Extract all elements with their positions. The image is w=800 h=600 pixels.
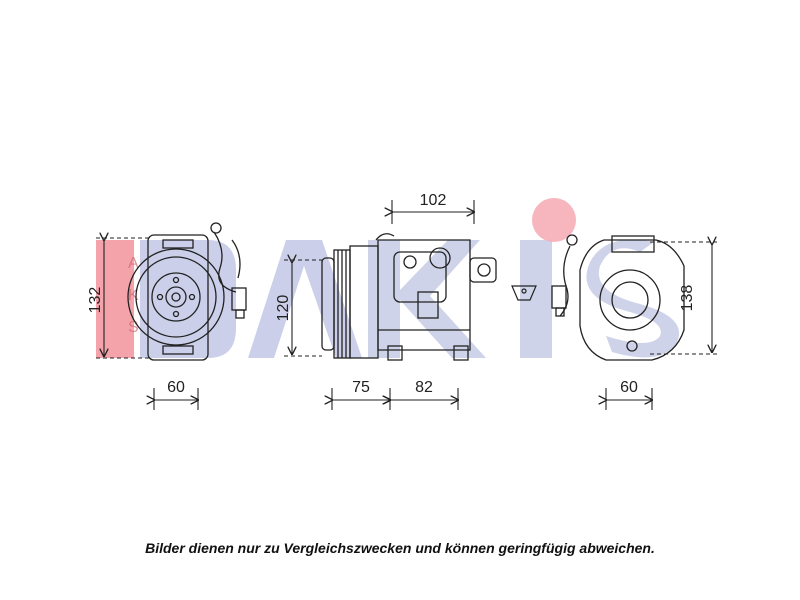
middle-main-body (377, 239, 471, 351)
right-bolt (626, 340, 638, 352)
middle-port-top (429, 247, 451, 269)
left-bolt-bottom (172, 310, 180, 318)
right-top-mount (611, 235, 655, 253)
left-wire-2 (231, 239, 241, 279)
left-hub-center (171, 292, 181, 302)
middle-view (321, 233, 497, 361)
dim-middle-left-label: 75 (352, 379, 370, 396)
right-body-outline (579, 239, 685, 361)
right-rear-inner (611, 281, 649, 319)
right-rear-cover (599, 269, 661, 331)
middle-wire (375, 233, 395, 241)
dim-middle-right-label: 82 (415, 379, 433, 396)
middle-port-small (403, 255, 417, 269)
left-pulley-ring (135, 256, 217, 338)
watermark-letter-s: S (128, 319, 139, 336)
middle-rear-fitting (469, 257, 497, 283)
dim-right-width-label: 60 (620, 379, 638, 396)
left-top-bracket (162, 239, 194, 249)
dim-left-height-label: 132 (87, 287, 104, 314)
dimension-lines (96, 200, 720, 410)
right-wire (559, 245, 571, 317)
watermark-shape-s (586, 239, 680, 358)
middle-connector (417, 291, 439, 319)
dim-left-width-label: 60 (167, 379, 185, 396)
watermark-letter-k: K (128, 287, 139, 304)
left-body-outline (147, 234, 209, 361)
left-bottom-bracket (162, 345, 194, 355)
left-clutch-plate (151, 272, 201, 322)
connector-shape (511, 285, 537, 301)
middle-rear-port (477, 263, 491, 277)
left-bolt-right (188, 293, 196, 301)
left-bolt-left (156, 293, 164, 301)
left-hub (165, 286, 187, 308)
left-bolt-top (172, 276, 180, 284)
dim-middle-top-label: 102 (420, 192, 447, 209)
watermark-shape-k (368, 240, 486, 358)
middle-foot-right (453, 345, 469, 361)
watermark-shape-a (248, 240, 362, 358)
right-connector (551, 285, 567, 309)
right-connector-tip (555, 307, 565, 317)
watermark-shape-i (520, 240, 552, 358)
right-view (551, 234, 685, 361)
middle-foot-left (387, 345, 403, 361)
connector-icon (511, 285, 537, 301)
disclaimer-caption: Bilder dienen nur zu Vergleichszwecken u… (145, 540, 655, 556)
connector-pin (521, 288, 527, 294)
dim-right-height-label: 138 (679, 285, 696, 312)
middle-valve-block (393, 251, 447, 303)
dimension-labels: 132 60 102 120 75 82 138 60 (87, 192, 696, 396)
watermark-logo: A K S (96, 198, 680, 358)
left-wire-clip (210, 222, 222, 234)
dim-middle-height-label: 120 (275, 295, 292, 322)
watermark-dot (532, 198, 576, 242)
left-connector-tip (235, 309, 245, 319)
left-wire (213, 231, 237, 293)
watermark-letter-a: A (128, 255, 139, 272)
left-pulley-outer (127, 248, 225, 346)
left-view (127, 222, 247, 361)
right-wire-clip (566, 234, 578, 246)
